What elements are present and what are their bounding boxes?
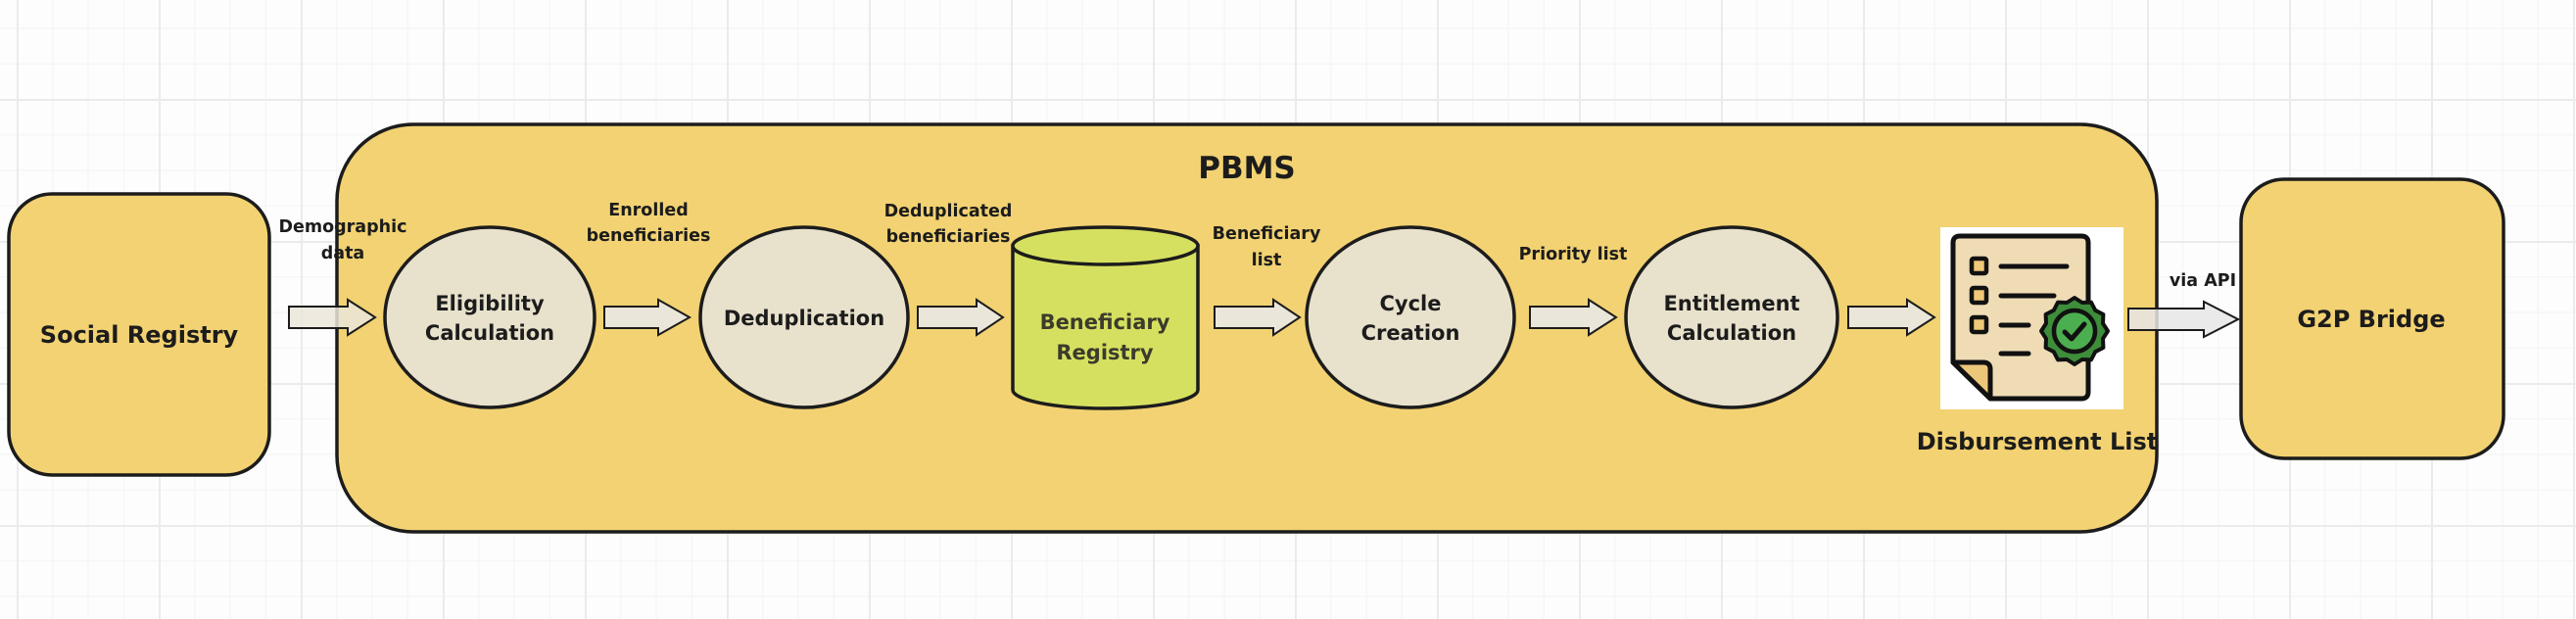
cylinder-body[interactable] <box>1011 244 1200 410</box>
arrow-entitlement-to-disbursement[interactable] <box>1847 298 1936 337</box>
cycle-creation-label-line: Creation <box>1361 321 1460 345</box>
social-registry-box[interactable] <box>7 192 271 477</box>
beneficiary-registry-datastore[interactable]: Beneficiary Registry <box>1011 225 1200 410</box>
entitlement-calculation-node[interactable]: Entitlement Calculation <box>1624 225 1839 409</box>
edge-label-enrolled-beneficiaries: Enrolled beneficiaries <box>587 201 711 246</box>
edge-label-line: Demographic <box>279 217 407 237</box>
edge-label-line: beneficiaries <box>886 227 1011 247</box>
eligibility-label-line: Calculation <box>425 321 554 345</box>
flow-arrows <box>288 298 2241 339</box>
edge-label-deduplicated-beneficiaries: Deduplicated beneficiaries <box>884 202 1013 247</box>
disbursement-list-node[interactable]: Disbursement List <box>1917 227 2159 455</box>
edge-label-line: Priority list <box>1519 245 1628 264</box>
disbursement-list-label: Disbursement List <box>1917 428 2159 455</box>
cycle-creation-node[interactable]: Cycle Creation <box>1305 225 1516 409</box>
arrow-registry-to-cycle[interactable] <box>1214 298 1302 337</box>
entitlement-label-line: Entitlement <box>1663 292 1799 315</box>
entitlement-label-line: Calculation <box>1667 321 1796 345</box>
g2p-bridge-label: G2P Bridge <box>2297 306 2445 333</box>
arrow-disbursement-to-g2p[interactable] <box>2127 300 2241 339</box>
social-registry-label: Social Registry <box>40 321 239 349</box>
eligibility-calculation-node[interactable]: Eligibility Calculation <box>383 225 596 409</box>
cycle-creation-label-line: Cycle <box>1380 292 1442 315</box>
checklist-document-approved-icon <box>1950 233 2110 402</box>
datastore-label-line: Registry <box>1056 341 1154 364</box>
eligibility-ellipse[interactable] <box>383 225 596 409</box>
g2p-bridge-node[interactable]: G2P Bridge <box>2239 177 2505 460</box>
arrow-cycle-to-entitlement[interactable] <box>1529 298 1618 337</box>
deduplication-node[interactable]: Deduplication <box>698 225 910 409</box>
datastore-label-line: Beneficiary <box>1040 310 1170 334</box>
edge-label-line: Enrolled <box>608 201 688 220</box>
g2p-bridge-box[interactable] <box>2239 177 2505 460</box>
edge-label-beneficiary-list: Beneficiary list <box>1213 224 1321 270</box>
edge-label-line: Beneficiary <box>1213 224 1321 244</box>
pbms-title: PBMS <box>1198 151 1296 186</box>
cylinder-top <box>1011 225 1200 266</box>
edge-label-line: Deduplicated <box>884 202 1013 221</box>
edge-label-line: via API <box>2170 271 2236 291</box>
edge-label-demographic-data: Demographic data <box>279 217 407 263</box>
deduplication-label: Deduplication <box>724 307 884 330</box>
edge-label-via-api: via API <box>2170 271 2236 291</box>
edge-label-priority-list: Priority list <box>1519 245 1628 264</box>
arrow-eligibility-to-deduplication[interactable] <box>603 298 692 337</box>
cycle-creation-ellipse[interactable] <box>1305 225 1516 409</box>
arrow-deduplication-to-registry[interactable] <box>917 298 1005 337</box>
edge-label-line: beneficiaries <box>587 226 711 246</box>
edge-label-line: data <box>321 244 365 263</box>
edge-label-line: list <box>1252 251 1282 270</box>
arrow-social-to-eligibility[interactable] <box>288 298 377 337</box>
social-registry-node[interactable]: Social Registry <box>7 192 271 477</box>
eligibility-label-line: Eligibility <box>435 292 545 315</box>
deduplication-ellipse[interactable] <box>698 225 910 409</box>
entitlement-ellipse[interactable] <box>1624 225 1839 409</box>
